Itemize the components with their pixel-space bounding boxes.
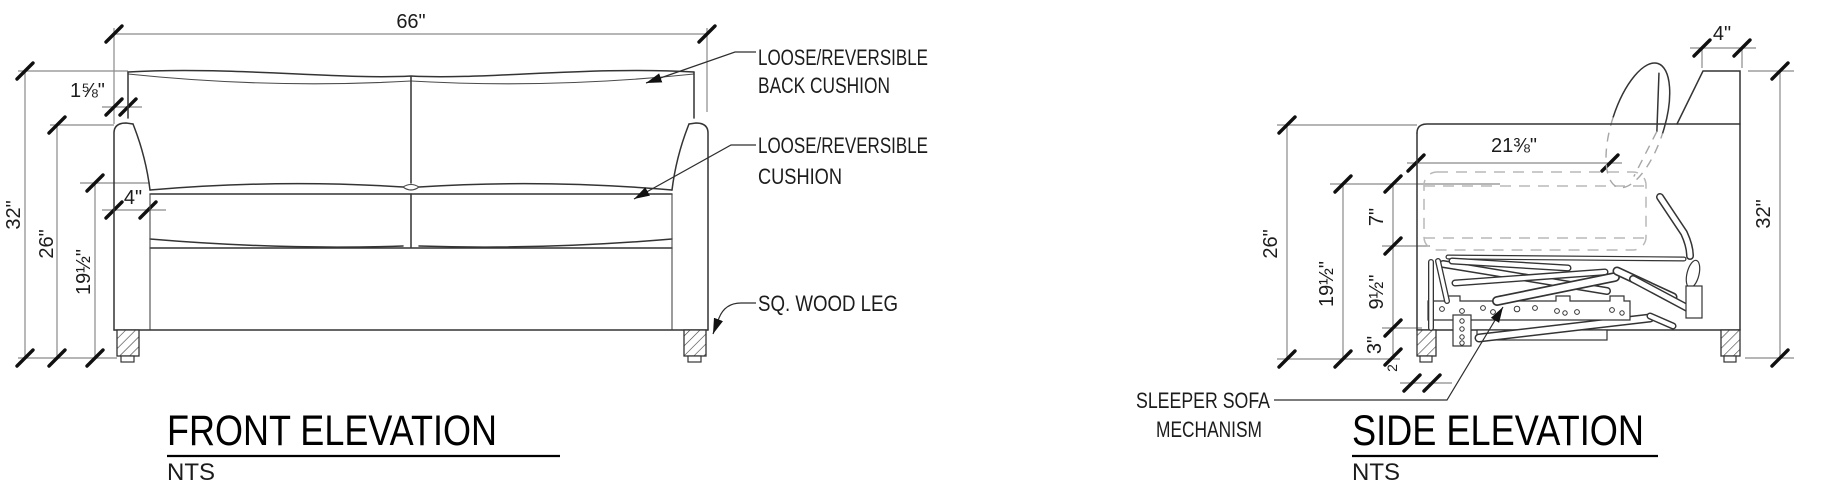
front-left-leg-glide bbox=[120, 355, 135, 363]
side-dim-overall-height: 32" bbox=[1753, 199, 1775, 228]
side-dimension-lines: 21⅜" 4" 26" 19½" 7" 9½" 3" 2 32" bbox=[1260, 23, 1794, 393]
front-scale-note: NTS bbox=[167, 459, 215, 486]
front-dimension-lines: 66" 1⅝" 4" 32" 26" 19½" bbox=[3, 11, 717, 368]
label-back-cushion-line1: LOOSE/REVERSIBLE bbox=[758, 45, 928, 70]
front-dim-seat-height: 19½" bbox=[73, 249, 95, 295]
side-dim-mechanism-height: 9½" bbox=[1366, 275, 1388, 310]
front-dim-back-inset: 1⅝" bbox=[70, 80, 105, 102]
label-seat-cushion-line1: LOOSE/REVERSIBLE bbox=[758, 133, 928, 158]
mechanism-hook bbox=[1685, 259, 1701, 289]
label-wood-leg: SQ. WOOD LEG bbox=[758, 291, 898, 316]
side-dim-leg-offset: 2 bbox=[1384, 364, 1400, 372]
label-back-cushion-line2: BACK CUSHION bbox=[758, 73, 890, 98]
side-title-block: SIDE ELEVATION NTS bbox=[1352, 407, 1658, 486]
side-left-leg-glide bbox=[1419, 355, 1433, 363]
front-sofa-outline bbox=[113, 69, 709, 363]
side-back-cushion bbox=[1605, 62, 1671, 189]
front-dimension-ticks bbox=[15, 24, 717, 368]
side-title: SIDE ELEVATION bbox=[1352, 407, 1644, 455]
label-mechanism-line2: MECHANISM bbox=[1156, 417, 1262, 442]
front-right-leg-glide bbox=[687, 355, 702, 363]
side-dimension-ticks bbox=[1277, 38, 1790, 393]
front-dim-overall-width: 66" bbox=[396, 11, 425, 33]
side-dim-back-top: 4" bbox=[1713, 23, 1731, 45]
front-dim-arm-width: 4" bbox=[124, 187, 142, 209]
label-mechanism-line1: SLEEPER SOFA bbox=[1136, 388, 1270, 413]
side-left-leg bbox=[1416, 329, 1437, 357]
side-right-leg-glide bbox=[1723, 355, 1737, 363]
sleeper-mechanism bbox=[1427, 193, 1703, 347]
front-dim-arm-height: 26" bbox=[36, 229, 58, 258]
front-elevation: 66" 1⅝" 4" 32" 26" 19½" bbox=[3, 11, 928, 486]
front-left-leg bbox=[116, 329, 140, 357]
side-hidden-mattress bbox=[1423, 171, 1647, 251]
side-annotations: SLEEPER SOFA MECHANISM bbox=[1136, 306, 1504, 442]
side-elevation: 21⅜" 4" 26" 19½" 7" 9½" 3" 2 32" bbox=[1136, 23, 1794, 486]
side-scale-note: NTS bbox=[1352, 459, 1400, 486]
front-title: FRONT ELEVATION bbox=[167, 407, 497, 455]
side-dim-arm-height: 26" bbox=[1260, 229, 1282, 258]
mechanism-right-block bbox=[1685, 285, 1703, 319]
side-dim-cushion-stack: 7" bbox=[1366, 208, 1388, 226]
side-dim-seat-height: 19½" bbox=[1316, 261, 1338, 307]
front-title-block: FRONT ELEVATION NTS bbox=[167, 407, 560, 486]
label-seat-cushion-line2: CUSHION bbox=[758, 164, 842, 189]
front-right-leg bbox=[683, 329, 707, 357]
side-dim-base-height: 3" bbox=[1364, 336, 1386, 354]
side-right-leg bbox=[1720, 329, 1741, 357]
side-sofa-outline bbox=[1416, 70, 1741, 363]
mechanism-rail bbox=[1427, 295, 1631, 321]
side-dim-seat-depth: 21⅜" bbox=[1491, 135, 1537, 157]
front-annotations: LOOSE/REVERSIBLE BACK CUSHION LOOSE/REVE… bbox=[633, 45, 928, 335]
front-dim-overall-height: 32" bbox=[3, 200, 25, 229]
